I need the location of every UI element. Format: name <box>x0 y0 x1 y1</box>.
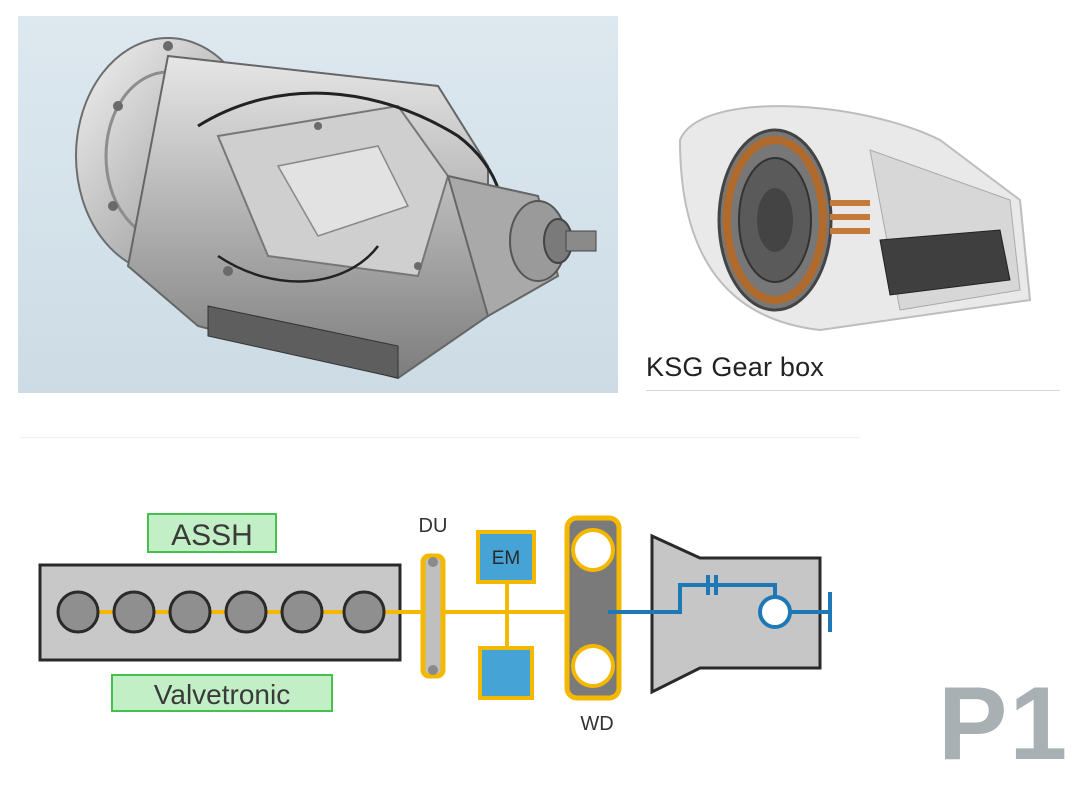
section-divider <box>20 437 860 438</box>
topology-label: P1 <box>938 666 1070 782</box>
em-label: EM <box>492 548 521 569</box>
transmission-photo <box>18 16 618 393</box>
gearbox-body <box>650 533 822 695</box>
ksg-caption: KSG Gear box <box>646 352 824 382</box>
electric-motor <box>476 530 536 584</box>
electric-motor-lower <box>478 646 534 700</box>
cylinder <box>56 590 100 634</box>
assh-label: ASSH <box>171 519 253 552</box>
du-label: DU <box>419 515 448 537</box>
torsional-damper <box>420 553 446 679</box>
caption-divider <box>646 390 1060 391</box>
p1-hybrid-diagram: ASSH Valvetronic DU EM <box>0 440 900 770</box>
cylinder <box>342 590 386 634</box>
cylinder <box>168 590 212 634</box>
cylinder <box>224 590 268 634</box>
ksg-gearbox-photo <box>640 80 1060 350</box>
cylinder <box>280 590 324 634</box>
assh-label-box <box>147 513 277 553</box>
valvetronic-label: Valvetronic <box>154 679 290 710</box>
valvetronic-label-box <box>111 674 333 712</box>
wd-label: WD <box>580 713 613 735</box>
cylinder <box>112 590 156 634</box>
